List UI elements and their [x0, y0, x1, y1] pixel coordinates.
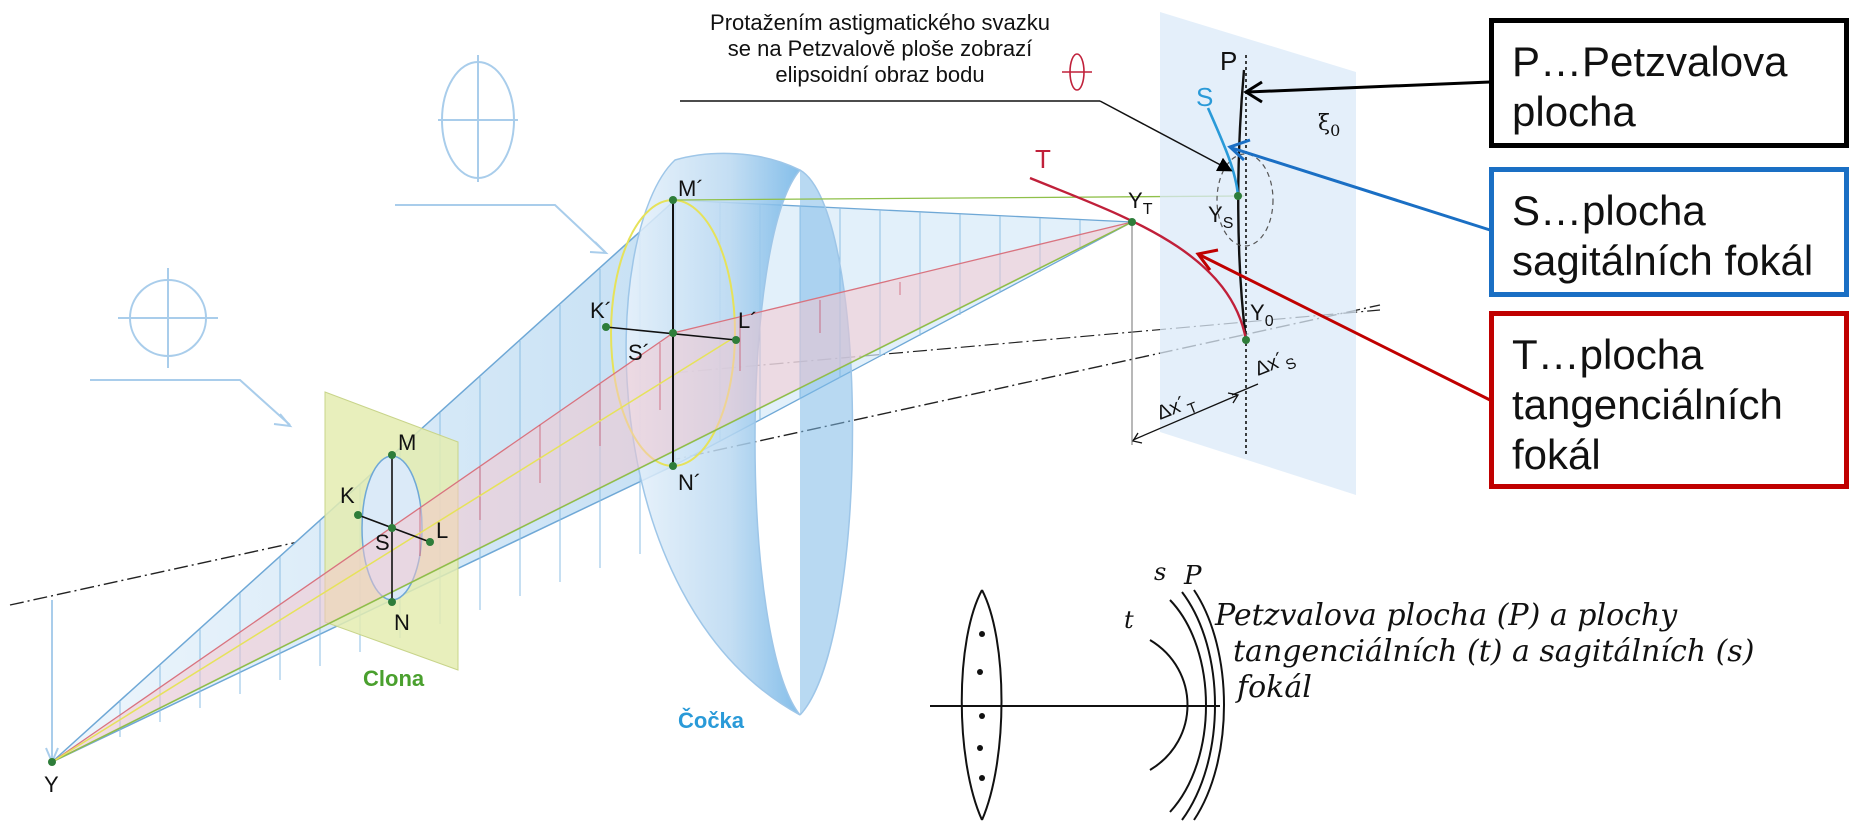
dx-t-dimension	[1132, 394, 1239, 441]
petzval-curve-p	[1237, 69, 1248, 341]
label-m: M	[398, 430, 416, 455]
callout-line: elipsoidní obraz bodu	[775, 62, 985, 87]
label-s-prime: S´	[628, 340, 650, 365]
label-y-t: YT	[1128, 188, 1153, 218]
marginal-ray-upper	[674, 195, 1245, 201]
handwritten-line1: Petzvalova plocha (P) a plochy	[1215, 598, 1678, 633]
legend-box-sagittal: S…plocha sagitálních fokál	[1489, 167, 1849, 297]
label-clona: Clona	[363, 666, 425, 691]
legend-t-line3: fokál	[1512, 431, 1601, 478]
label-m-prime: M´	[678, 176, 704, 201]
label-l-prime: L´	[738, 308, 758, 333]
handwritten-caption: Petzvalova plocha (P) a plochy tangenciá…	[1215, 598, 1815, 706]
blur-ellipse	[1216, 153, 1274, 247]
lens-sketch-dots	[977, 631, 985, 781]
legend-p-line1: P…Petzvalova	[1512, 38, 1788, 85]
label-cocka: Čočka	[678, 708, 745, 733]
sagittal-curve-s	[1206, 107, 1240, 197]
legend-arrow-t	[1199, 253, 1491, 402]
dx-s-dimension	[1231, 383, 1259, 396]
label-s: S	[375, 530, 390, 555]
legend-box-petzval: P…Petzvalova plocha	[1489, 18, 1849, 148]
label-y-s: YS	[1208, 202, 1233, 232]
ellipse-spot-icon	[1062, 53, 1092, 91]
tangential-curve-t	[1029, 176, 1248, 341]
legend-s-line1: S…plocha	[1512, 187, 1706, 234]
chief-ray	[51, 221, 1133, 763]
callout-line: Protažením astigmatického svazku	[710, 10, 1050, 35]
label-k: K	[340, 483, 355, 508]
callout-line: se na Petzvalově ploše zobrazí	[727, 36, 1033, 61]
handwritten-line3: fokál	[1237, 670, 1312, 705]
legend-arrow-s	[1231, 146, 1491, 232]
legend-t-line1: T…plocha	[1512, 331, 1704, 378]
callout-arrow	[1099, 100, 1233, 172]
label-y-0: Y0	[1250, 300, 1274, 330]
label-y: Y	[44, 772, 59, 797]
handwritten-sketch	[930, 589, 1225, 821]
label-n-prime: N´	[678, 470, 701, 495]
label-k-prime: K´	[590, 298, 612, 323]
legend-t-line2: tangenciálních	[1512, 381, 1783, 428]
label-xi0: ξ0	[1318, 111, 1340, 140]
petzval-plane-xi0	[1160, 12, 1356, 495]
tangential-fan-hatching	[419, 282, 901, 556]
legend-box-tangential: T…plocha tangenciálních fokál	[1489, 311, 1849, 489]
label-curve-t: T	[1035, 144, 1051, 174]
legend-s-line2: sagitálních fokál	[1512, 237, 1814, 284]
sketch-label-s: s	[1154, 558, 1166, 586]
section-symbol-ellipse-icon	[395, 55, 609, 255]
label-curve-p: P	[1220, 46, 1237, 76]
section-symbol-circle-icon	[90, 268, 293, 428]
sagittal-ray-1	[51, 339, 731, 763]
label-n: N	[394, 610, 410, 635]
handwritten-line2: tangenciálních (t) a sagitálních (s)	[1233, 634, 1755, 669]
label-l: L	[436, 518, 448, 543]
legend-p-line2: plocha	[1512, 88, 1636, 135]
diagram-points	[48, 192, 1250, 766]
label-curve-s: S	[1196, 82, 1213, 112]
callout-text: Protažením astigmatického svazku se na P…	[660, 10, 1100, 88]
legend-arrow-p	[1247, 80, 1491, 94]
sketch-label-p: P	[1183, 561, 1202, 591]
sketch-label-t: t	[1124, 606, 1134, 634]
